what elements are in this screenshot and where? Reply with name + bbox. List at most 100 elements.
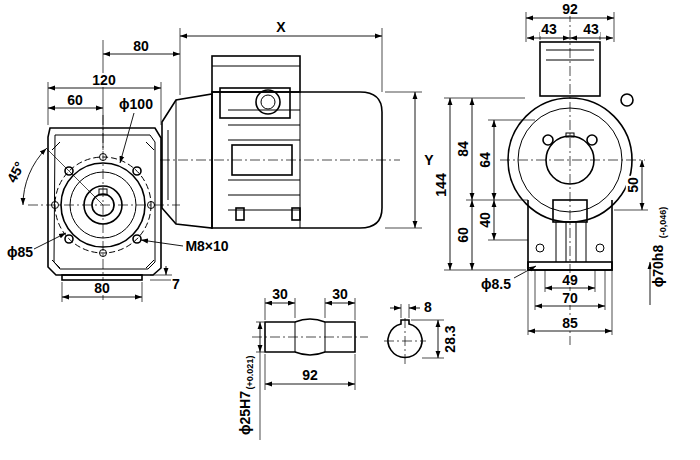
- motor-side-view-part: [212, 66, 300, 67]
- dimension-value: 8: [423, 300, 433, 314]
- dimension-value: 92: [561, 2, 579, 16]
- dimension-value: 30: [271, 287, 289, 301]
- dimension-value: 28.3: [443, 324, 457, 353]
- gearbox-side-view-part: [528, 270, 612, 335]
- dimension-y: Y: [423, 153, 434, 167]
- keyway-section-part: [438, 320, 439, 358]
- dimension-value: 85: [561, 316, 579, 330]
- gearbox-front-view-part: [62, 297, 142, 298]
- dimension-value: 70: [561, 291, 579, 305]
- hollow-shaft-section-part: [256, 298, 355, 390]
- gearbox-side-view-part: [621, 94, 633, 106]
- motor-side-view-part: [220, 88, 290, 118]
- dimension-value: 92: [301, 368, 319, 382]
- gearbox-front-view-part: [34, 233, 66, 249]
- gearbox-side-view-part: [545, 288, 595, 289]
- motor-side-view-part: [292, 208, 300, 220]
- gearbox-side-view-part: [614, 210, 648, 211]
- hollow-shaft-section-part: [260, 322, 261, 352]
- gearbox-front-view-part: [48, 128, 161, 275]
- motor-side-view-part: [256, 90, 280, 114]
- hollow-shaft-section-part: [260, 352, 261, 440]
- diameter-tolerance: ϕ70h8: [651, 244, 665, 288]
- gearbox-front-view-part: [65, 235, 73, 243]
- gearbox-front-view-part: [120, 113, 134, 163]
- gearbox-side-view-part: [450, 98, 451, 270]
- gearbox-front-view-part: [48, 108, 103, 109]
- dimension-value: 7: [171, 277, 181, 291]
- motor-side-view-part: [261, 95, 275, 109]
- gearbox-side-view-part: [536, 244, 544, 252]
- gearbox-side-view-part: [494, 200, 495, 240]
- gearbox-side-view: [444, 12, 650, 345]
- gearbox-side-view-part: [444, 98, 535, 270]
- dimension-value: 60: [66, 93, 84, 107]
- gearbox-front-view-part: [28, 115, 180, 300]
- gearbox-front-view-part: [48, 88, 161, 89]
- keyway-section-part: [409, 308, 420, 309]
- gearbox-front-view-part: [150, 275, 172, 280]
- motor-side-view: [160, 56, 422, 228]
- gearbox-side-view-part: [556, 222, 586, 262]
- diameter-callout: ϕ8.5: [480, 277, 512, 291]
- dimension-value: 120: [91, 73, 116, 87]
- motor-side-view-part: [160, 160, 400, 161]
- motor-side-view-part: [385, 92, 422, 228]
- tolerance-value: (-0,046): [659, 205, 668, 239]
- gearbox-side-view-part: [596, 244, 604, 252]
- dimension-value: 64: [478, 151, 492, 169]
- diameter-tolerance: ϕ25H7: [238, 390, 252, 436]
- gearbox-side-view-part: [500, 12, 645, 345]
- gearbox-front-view-part: [133, 235, 141, 243]
- hollow-shaft-section-part: [325, 303, 355, 304]
- gearbox-front-view-part: [133, 167, 141, 175]
- hollow-shaft-section-part: [265, 303, 295, 304]
- gearbox-side-view-part: [526, 18, 614, 19]
- dimension-value: 84: [456, 140, 470, 158]
- gearbox-front-view-part: [62, 282, 142, 302]
- dimension-value: 40: [478, 211, 492, 229]
- gearbox-front-view-part: [103, 54, 180, 55]
- thread-callout: M8×10: [184, 239, 229, 253]
- hollow-shaft-section-part: [265, 384, 355, 385]
- gearbox-front-view-part: [23, 148, 46, 205]
- dimension-value: 80: [132, 39, 150, 53]
- dimension-value: 144: [434, 172, 448, 197]
- gearbox-side-view-part: [514, 266, 536, 278]
- motor-side-view-part: [162, 94, 212, 228]
- motor-side-view-part: [168, 100, 176, 224]
- gearbox-side-view-part: [472, 200, 473, 270]
- gearbox-side-view-part: [570, 38, 613, 39]
- motor-side-view-part: [415, 92, 416, 228]
- dimension-value: 80: [93, 281, 111, 295]
- gearbox-front-view-part: [166, 266, 167, 275]
- motor-side-view-part: [236, 208, 244, 220]
- gearbox-side-view-part: [528, 331, 612, 332]
- gearbox-front-view: [23, 28, 382, 302]
- gearbox-front-view-part: [54, 135, 155, 269]
- motor-side-view-part: [212, 56, 300, 92]
- gearbox-side-view-part: [472, 98, 473, 200]
- dimension-value: 30: [331, 287, 349, 301]
- gearbox-side-view-part: [526, 12, 614, 42]
- gearbox-side-view-part: [642, 160, 643, 210]
- dimension-x: X: [275, 20, 286, 34]
- gearbox-side-view-part: [494, 120, 495, 200]
- angle-value: 45°: [4, 158, 27, 185]
- gearbox-side-view-part: [543, 135, 553, 145]
- keyway-section-part: [390, 308, 401, 309]
- dimension-value: 49: [561, 273, 579, 287]
- gearbox-front-view-part: [48, 28, 382, 150]
- dimension-value: 43: [540, 22, 558, 36]
- hollow-shaft-section: [252, 298, 368, 440]
- gearbox-side-view-part: [535, 306, 605, 307]
- tolerance-value: (+0.021): [247, 354, 256, 390]
- keyway-section: [384, 304, 444, 364]
- keyway-section-part: [384, 318, 426, 364]
- gearbox-front-view-part: [141, 240, 183, 246]
- diameter-callout: ϕ85: [6, 245, 34, 259]
- gearbox-front-view-part: [180, 36, 382, 37]
